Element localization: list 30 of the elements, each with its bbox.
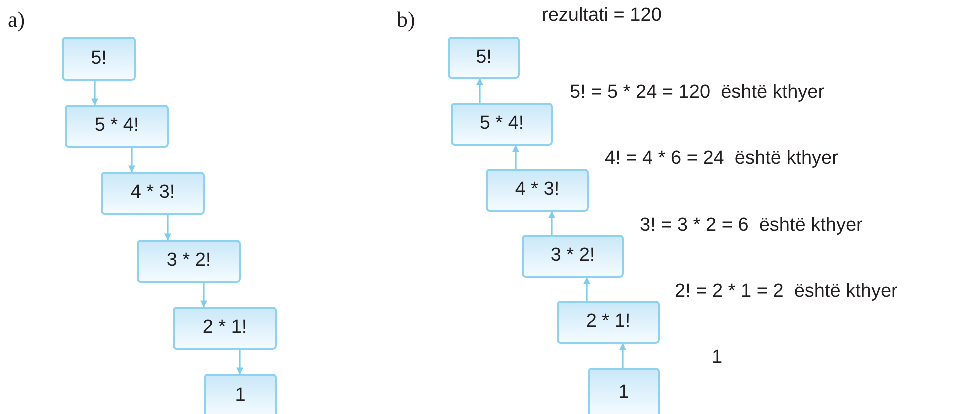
process-box: 5 * 4!: [65, 105, 169, 148]
arrow: [548, 211, 556, 235]
process-box: 5!: [448, 37, 520, 79]
panel-label: a): [8, 6, 26, 34]
annotation-text: rezultati = 120: [542, 4, 662, 28]
arrow: [92, 81, 98, 106]
process-box: 3 * 2!: [522, 235, 624, 278]
annotation-text: 1: [712, 346, 723, 370]
annotation-text: 2! = 2 * 1 = 2 është kthyer: [675, 280, 898, 304]
process-box: 1: [588, 368, 660, 414]
arrow: [476, 78, 484, 103]
arrow: [584, 277, 590, 301]
arrow: [512, 145, 520, 169]
arrow: [200, 283, 208, 308]
process-box: 4 * 3!: [486, 169, 589, 212]
process-box: 2 * 1!: [173, 307, 277, 350]
process-box: 5 * 4!: [451, 103, 553, 146]
arrow: [620, 343, 626, 368]
arrow: [164, 215, 172, 241]
annotation-text: 5! = 5 * 24 = 120 është kthyer: [570, 81, 825, 105]
process-box: 1: [204, 374, 277, 414]
process-box: 4 * 3!: [101, 172, 205, 215]
arrow: [128, 148, 136, 173]
arrow: [236, 350, 244, 375]
annotation-text: 4! = 4 * 6 = 24 është kthyer: [605, 147, 838, 171]
process-box: 5!: [62, 37, 136, 81]
annotation-text: 3! = 3 * 2 = 6 është kthyer: [640, 214, 863, 238]
process-box: 2 * 1!: [557, 301, 660, 344]
process-box: 3 * 2!: [137, 240, 241, 283]
panel-label: b): [397, 6, 416, 34]
